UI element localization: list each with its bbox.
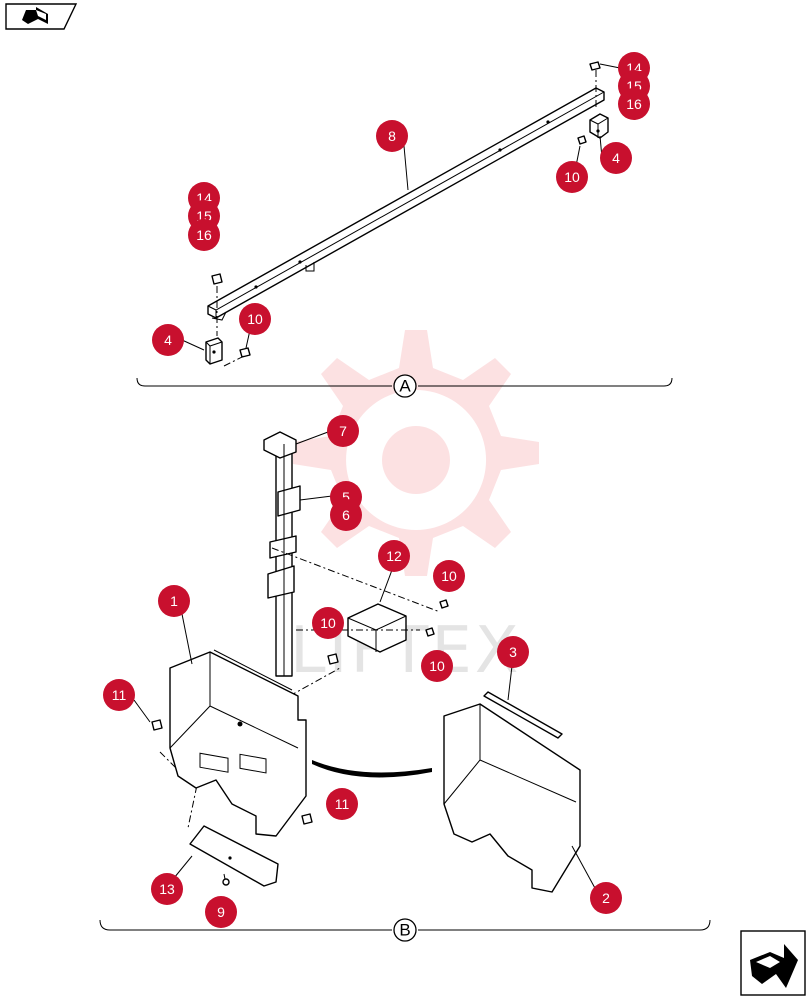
bolt bbox=[151, 719, 163, 731]
callout-circle bbox=[103, 679, 135, 711]
section-b-divider: B bbox=[99, 918, 711, 942]
plate-13 bbox=[189, 825, 279, 887]
callout-circle bbox=[378, 540, 410, 572]
callout-number: 5 bbox=[342, 489, 350, 505]
callout-circle bbox=[497, 636, 529, 668]
callout-circle bbox=[239, 303, 271, 335]
callout-4-left[interactable]: 4 bbox=[152, 324, 184, 356]
callout-number: 10 bbox=[441, 568, 457, 584]
callout-circle bbox=[556, 161, 588, 193]
callout-number: 10 bbox=[564, 169, 580, 185]
callout-number: 12 bbox=[386, 548, 402, 564]
callout-10-b3[interactable]: 10 bbox=[421, 650, 453, 682]
mounting-post bbox=[263, 431, 301, 677]
callout-10-left[interactable]: 10 bbox=[239, 303, 271, 335]
callout-number: 4 bbox=[612, 150, 620, 166]
callout-2[interactable]: 2 bbox=[590, 882, 622, 914]
callout-16-left[interactable]: 16 bbox=[188, 219, 220, 251]
callout-number: 10 bbox=[320, 615, 336, 631]
rivet bbox=[222, 878, 230, 886]
callout-number: 8 bbox=[388, 128, 396, 144]
callout-circle bbox=[421, 650, 453, 682]
callout-circle bbox=[433, 560, 465, 592]
callout-12[interactable]: 12 bbox=[378, 540, 410, 572]
bolt bbox=[327, 653, 339, 665]
callout-11-bottom[interactable]: 11 bbox=[326, 788, 358, 820]
section-a-divider: A bbox=[136, 374, 673, 398]
bolt bbox=[425, 627, 435, 637]
right-cover bbox=[443, 691, 581, 893]
callout-number: 1 bbox=[170, 593, 178, 609]
callout-circle bbox=[330, 499, 362, 531]
callout-circle bbox=[312, 607, 344, 639]
callout-3[interactable]: 3 bbox=[497, 636, 529, 668]
bolt bbox=[301, 813, 313, 825]
callout-circle bbox=[151, 873, 183, 905]
callout-10-right[interactable]: 10 bbox=[556, 161, 588, 193]
arrow bbox=[312, 760, 432, 778]
callout-circle bbox=[618, 88, 650, 120]
callout-11-top[interactable]: 11 bbox=[103, 679, 135, 711]
callout-number: 3 bbox=[509, 644, 517, 660]
next-nav-button[interactable] bbox=[740, 930, 806, 996]
callout-number: 16 bbox=[626, 96, 642, 112]
callout-16-right[interactable]: 16 bbox=[618, 88, 650, 120]
callout-number: 11 bbox=[335, 796, 350, 812]
callout-number: 2 bbox=[602, 890, 610, 906]
callout-number: 9 bbox=[217, 904, 225, 920]
callout-8[interactable]: 8 bbox=[376, 120, 408, 152]
callout-circle bbox=[590, 882, 622, 914]
callout-circle bbox=[152, 324, 184, 356]
callout-10-b1[interactable]: 10 bbox=[433, 560, 465, 592]
callout-13[interactable]: 13 bbox=[151, 873, 183, 905]
callout-number: 13 bbox=[159, 881, 175, 897]
callout-circle bbox=[158, 585, 190, 617]
callout-4-right[interactable]: 4 bbox=[600, 142, 632, 174]
callout-circle bbox=[205, 896, 237, 928]
callout-circle bbox=[188, 219, 220, 251]
callout-1[interactable]: 1 bbox=[158, 585, 190, 617]
arrow-right-icon bbox=[750, 944, 798, 988]
callout-9[interactable]: 9 bbox=[205, 896, 237, 928]
section-a-label: A bbox=[399, 377, 411, 396]
bolt bbox=[439, 599, 449, 609]
callout-10-b2[interactable]: 10 bbox=[312, 607, 344, 639]
beam-assembly bbox=[205, 61, 609, 367]
callout-circle bbox=[600, 142, 632, 174]
callout-circle bbox=[327, 415, 359, 447]
left-cover bbox=[169, 649, 307, 837]
callout-number: 11 bbox=[112, 687, 127, 703]
callout-number: 10 bbox=[429, 658, 445, 674]
callout-6[interactable]: 6 bbox=[330, 499, 362, 531]
callout-circle bbox=[326, 788, 358, 820]
callout-number: 4 bbox=[164, 332, 172, 348]
arrow-left-icon bbox=[22, 7, 48, 24]
watermark-gear-icon bbox=[293, 330, 539, 576]
callout-number: 6 bbox=[342, 507, 350, 523]
callout-number: 10 bbox=[247, 311, 263, 327]
back-nav-button[interactable] bbox=[5, 3, 78, 30]
section-b-label: B bbox=[399, 921, 410, 940]
callout-number: 16 bbox=[196, 227, 212, 243]
bracket-12 bbox=[347, 603, 407, 653]
callout-7[interactable]: 7 bbox=[327, 415, 359, 447]
callout-circle bbox=[376, 120, 408, 152]
callout-number: 7 bbox=[339, 423, 347, 439]
